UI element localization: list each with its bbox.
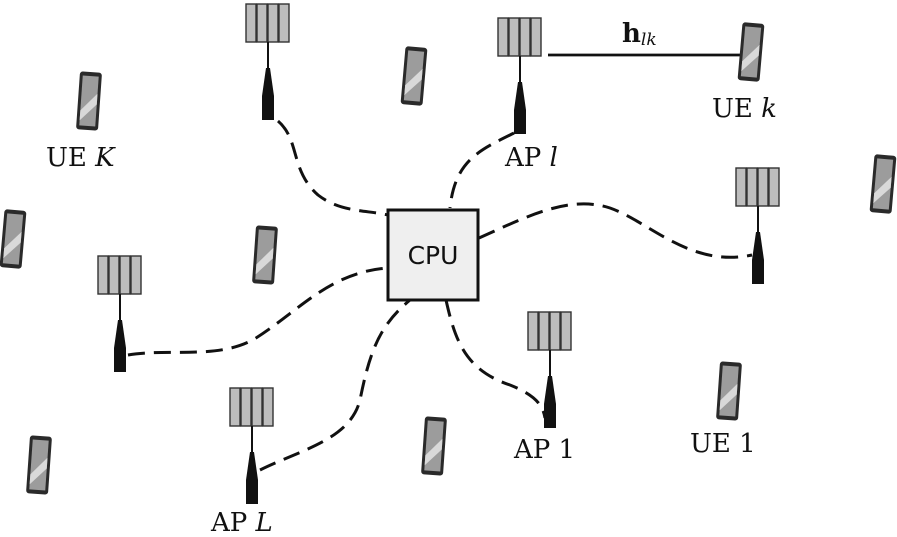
access-point-l	[497, 17, 542, 134]
access-point-top-left	[245, 3, 290, 120]
ap-l-label: AP l	[504, 143, 558, 173]
phone-icon	[0, 209, 27, 269]
phone-icon	[737, 22, 765, 82]
fronthaul-links	[127, 119, 753, 472]
cpu-label: CPU	[408, 241, 459, 270]
phone-icon	[26, 435, 52, 495]
fronthaul-link-ap-right	[478, 202, 753, 259]
ue-K-label: UE K	[46, 143, 116, 173]
fronthaul-link-ap-L	[259, 298, 411, 472]
phone-icon	[716, 361, 742, 421]
access-point-right	[735, 167, 780, 284]
ap-L-label: AP L	[210, 508, 273, 537]
ap-1-label: AP 1	[513, 435, 575, 465]
fronthaul-link-ap-left	[127, 266, 389, 357]
access-point-L	[229, 387, 274, 504]
phone-icon	[400, 46, 428, 106]
access-point-left	[97, 255, 142, 372]
phone-icon	[76, 71, 102, 131]
phone-icon	[252, 225, 278, 285]
phone-icon	[869, 154, 897, 214]
ue-k-label: UE k	[712, 94, 777, 124]
fronthaul-link-ap-top-left	[276, 119, 389, 217]
phone-icon	[421, 416, 447, 476]
cpu-box	[386, 208, 480, 302]
ue-1-label: UE 1	[690, 429, 756, 459]
fronthaul-link-ap-1	[444, 299, 547, 419]
fronthaul-link-ap-l	[448, 131, 515, 209]
cpu-node: CPU	[386, 208, 480, 302]
channel-label: hlk	[622, 19, 657, 50]
access-point-1	[527, 311, 572, 428]
ue-phones	[0, 22, 897, 495]
